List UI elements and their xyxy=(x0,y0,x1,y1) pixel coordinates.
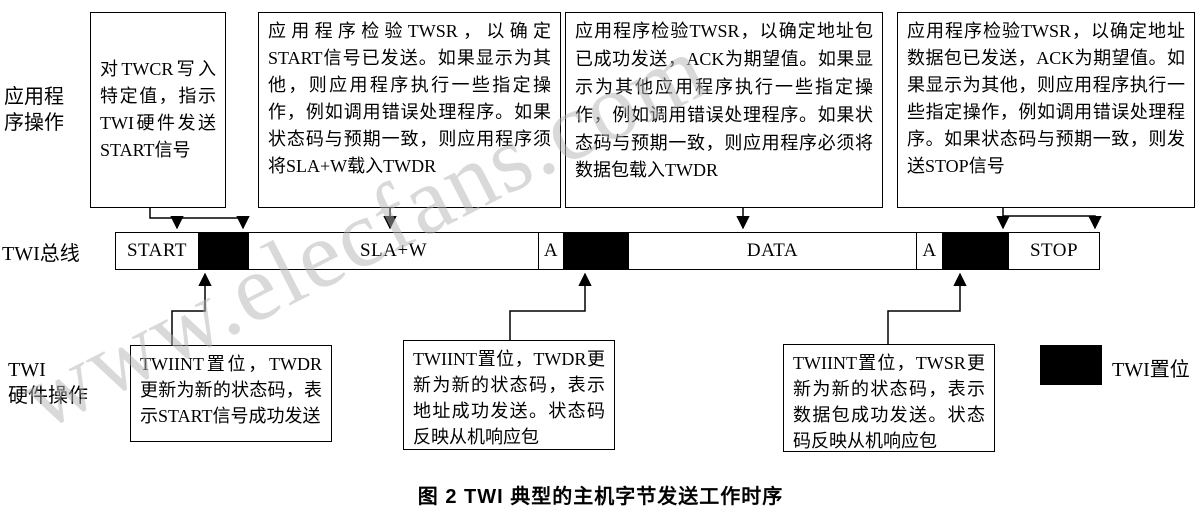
twi-bus-row-label: TWI总线 xyxy=(2,243,80,265)
app-operation-box-data: 应用程序检验TWSR，以确定地址包已成功发送，ACK为期望值。如果显示为其他应用… xyxy=(565,12,883,208)
app-operation-box-slaw: 应用程序检验TWSR，以确定START信号已发送。如果显示为其他，则应用程序执行… xyxy=(258,12,561,208)
bus-segment-start: START xyxy=(126,240,187,261)
hw-operation-box-address: TWIINT置位，TWDR更新为新的状态码，表示地址成功发送。状态码反映从机响应… xyxy=(403,340,615,450)
app-operation-box-start: 对TWCR写入特定值，指示TWI硬件发送START信号 xyxy=(90,12,226,208)
arrow-hw1-to-twiset1 xyxy=(171,272,212,345)
arrow-app1-to-twiset1 xyxy=(177,215,250,230)
bus-segment-slaw: SLA+W xyxy=(248,233,538,269)
app-operations-row-label-line2: 序操作 xyxy=(4,112,64,134)
bus-segment-twi-set-2 xyxy=(563,233,628,269)
bus-segment-ack-1: A xyxy=(538,233,563,269)
hw-operations-row-label-line2: 硬件操作 xyxy=(8,385,88,407)
hw-operations-row-label-line1: TWI xyxy=(8,359,46,381)
hw-operation-box-data: TWIINT置位，TWSR更新为新的状态码，表示数据包成功发送。状态码反映从机响… xyxy=(783,344,995,452)
arrow-app4-to-stop xyxy=(1003,215,1102,230)
figure-caption: 图 2 TWI 典型的主机字节发送工作时序 xyxy=(417,486,784,508)
arrow-hw3-to-twiset3 xyxy=(887,272,967,344)
bus-segment-stop: STOP xyxy=(1008,233,1099,269)
hw-operations-row-label: TWI 硬件操作 xyxy=(8,357,88,409)
arrow-app1-to-start xyxy=(149,208,184,230)
legend-twi-set-label: TWI置位 xyxy=(1112,359,1190,381)
bus-segment-ack-2: A xyxy=(916,233,942,269)
app-operations-row-label-line1: 应用程 xyxy=(4,86,64,108)
hw-operation-box-start: TWIINT置位，TWDR更新为新的状态码，表示START信号成功发送 xyxy=(130,345,332,442)
app-operation-box-start-text: 对TWCR写入特定值，指示TWI硬件发送START信号 xyxy=(100,59,216,160)
bus-segment-twi-set-1 xyxy=(198,233,248,269)
app-operations-row-label: 应用程 序操作 xyxy=(4,84,64,136)
bus-segment-data: DATA xyxy=(628,233,916,269)
app-operation-box-stop: 应用程序检验TWSR，以确定地址数据包已发送，ACK为期望值。如果显示为其他，则… xyxy=(897,12,1195,208)
arrow-hw2-to-twiset2 xyxy=(509,272,592,340)
twi-bus-bar: START SLA+W A DATA A STOP xyxy=(115,232,1100,270)
legend-twi-set-swatch xyxy=(1040,345,1102,385)
bus-segment-twi-set-3 xyxy=(942,233,1008,269)
